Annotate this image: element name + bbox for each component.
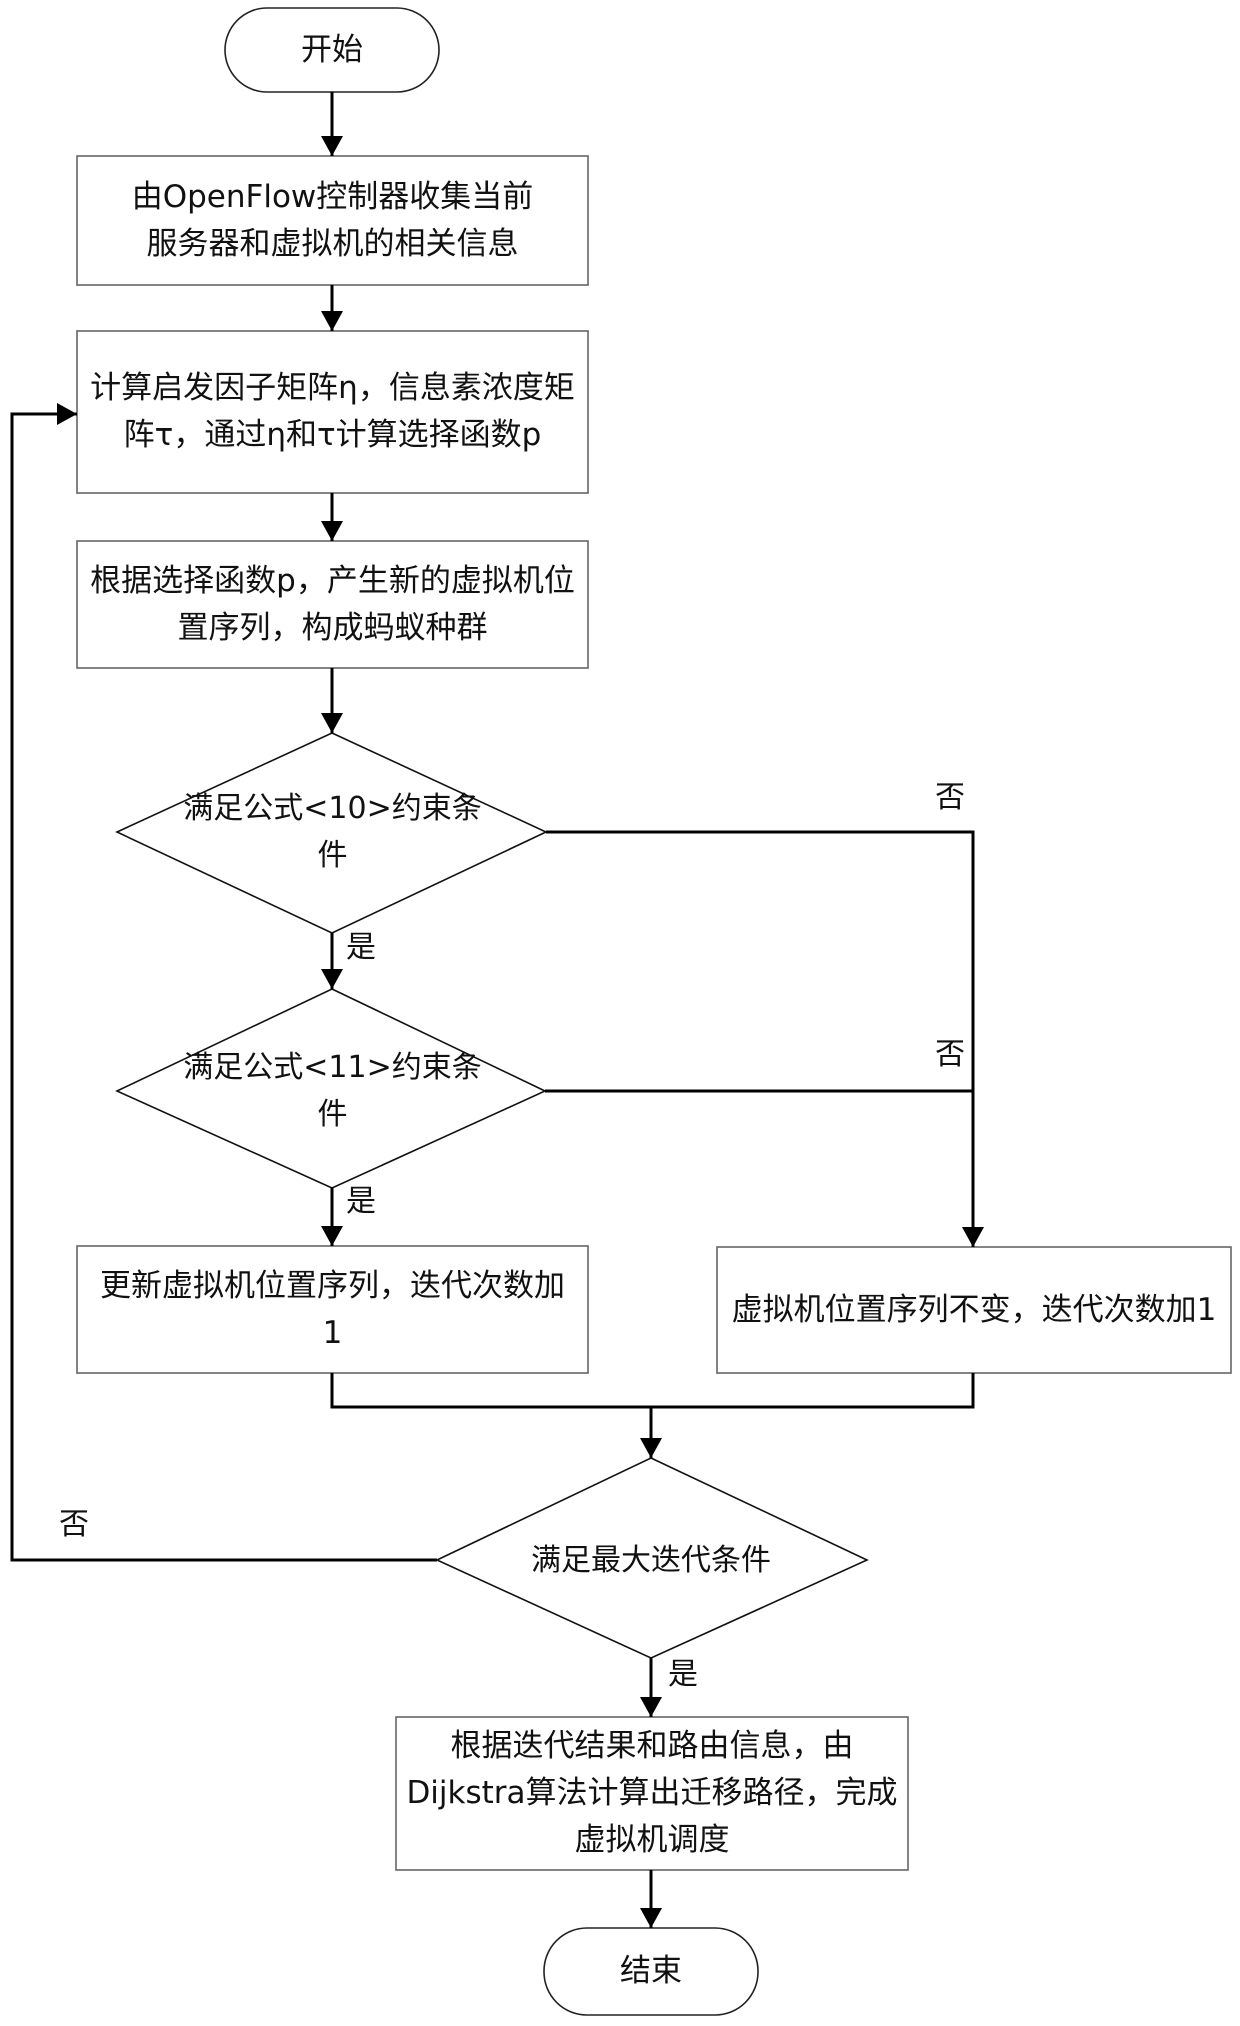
checkmax-text: 满足最大迭代条件 xyxy=(531,1542,771,1578)
finish-text: 根据迭代结果和路由信息，由Dijkstra算法计算出迁移路径，完成虚拟机调度 xyxy=(406,1728,898,1858)
edge-check10-no xyxy=(546,830,975,1091)
generate-text: 根据选择函数p，产生新的虚拟机位置序列，构成蚂蚁种群 xyxy=(90,562,575,646)
update-box xyxy=(76,1245,589,1374)
edge-update-merge xyxy=(330,1373,975,1409)
generate-box xyxy=(76,540,589,669)
keep-text: 虚拟机位置序列不变，迭代次数加1 xyxy=(731,1291,1217,1328)
check10-no-label: 否 xyxy=(935,780,965,815)
start-label: 开始 xyxy=(301,31,363,68)
keep-box xyxy=(716,1246,1232,1374)
check11-no-label: 否 xyxy=(935,1037,965,1072)
collect-box xyxy=(76,155,589,286)
checkmax-no-label: 否 xyxy=(59,1507,89,1542)
compute-text: 计算启发因子矩阵η，信息素浓度矩阵τ，通过η和τ计算选择函数p xyxy=(90,370,575,453)
collect-text: 由OpenFlow控制器收集当前服务器和虚拟机的相关信息 xyxy=(131,178,534,262)
end-label: 结束 xyxy=(620,1953,682,1989)
checkmax-yes-label: 是 xyxy=(668,1657,698,1692)
check11-yes-label: 是 xyxy=(346,1184,376,1219)
update-text: 更新虚拟机位置序列，迭代次数加1 xyxy=(100,1267,565,1351)
finish-box xyxy=(395,1716,909,1871)
edge-checkmax-no-loop xyxy=(10,403,437,1562)
check10-text: 满足公式<10>约束条件 xyxy=(183,791,482,873)
check10-yes-label: 是 xyxy=(346,930,376,965)
check11-text: 满足公式<11>约束条件 xyxy=(183,1050,482,1132)
edge-check11-no xyxy=(545,1089,984,1247)
